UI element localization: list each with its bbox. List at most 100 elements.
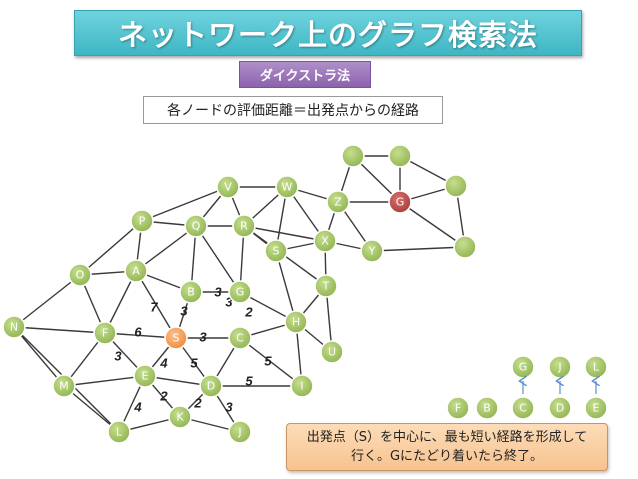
edge-weight-label: 3 bbox=[114, 348, 122, 363]
node-h: H bbox=[284, 310, 308, 334]
edge-P-O bbox=[79, 220, 143, 276]
node-circle bbox=[548, 396, 572, 420]
note-box: 出発点（S）を中心に、最も短い経路を形成して 行く。Gにたどり着いたら終了。 bbox=[286, 423, 608, 471]
legend-node-e: E bbox=[584, 396, 608, 420]
node-label: W bbox=[282, 181, 293, 194]
node-label: Z bbox=[334, 196, 342, 209]
edge-weight-label: 5 bbox=[264, 353, 272, 368]
node-d: D bbox=[199, 374, 223, 398]
node-r: R bbox=[232, 214, 256, 238]
node-label: Y bbox=[368, 245, 376, 258]
node-b: B bbox=[179, 280, 203, 304]
node-circle bbox=[475, 396, 499, 420]
node-a: A bbox=[124, 259, 148, 283]
node-label: R bbox=[240, 220, 248, 233]
node-x: X bbox=[313, 229, 337, 253]
node-g2: G bbox=[228, 280, 252, 304]
node-j: J bbox=[228, 420, 252, 444]
node-label: U bbox=[328, 346, 336, 359]
node-label: T bbox=[322, 280, 330, 293]
node-g: G bbox=[388, 190, 412, 214]
node-l: L bbox=[107, 420, 131, 444]
node-circle bbox=[275, 175, 299, 199]
edge-R-X bbox=[243, 225, 326, 242]
edge-weight-label: 6 bbox=[134, 324, 142, 339]
node-circle bbox=[232, 214, 256, 238]
node-e: E bbox=[133, 364, 157, 388]
node-w: W bbox=[275, 175, 299, 199]
node-circle bbox=[52, 374, 76, 398]
node-label: F bbox=[102, 327, 108, 340]
node-circle bbox=[216, 175, 240, 199]
subtitle-badge: ダイクストラ法 bbox=[239, 61, 371, 88]
edge-u4-Y bbox=[371, 246, 466, 252]
node-t: T bbox=[314, 274, 338, 298]
node-label: A bbox=[132, 265, 140, 278]
node-label: P bbox=[139, 215, 146, 228]
node-label: D bbox=[207, 380, 215, 393]
edge-weight-label: 3 bbox=[214, 284, 222, 299]
node-circle bbox=[290, 374, 314, 398]
page-title: ネットワーク上のグラフ検索法 bbox=[74, 10, 582, 56]
node-circle bbox=[2, 315, 26, 339]
edge-weight-label: 2 bbox=[244, 304, 253, 319]
node-label: C bbox=[519, 402, 527, 415]
node-circle bbox=[179, 280, 203, 304]
edge-C-I bbox=[239, 337, 303, 387]
node-circle bbox=[93, 321, 117, 345]
node-i: I bbox=[290, 374, 314, 398]
edge-weight-label: 3 bbox=[225, 294, 233, 309]
edge-G-u4 bbox=[399, 201, 466, 248]
legend-node-g: G bbox=[511, 355, 535, 379]
node-p: P bbox=[130, 209, 154, 233]
node-circle bbox=[199, 374, 223, 398]
node-circle bbox=[164, 326, 188, 350]
node-u2 bbox=[388, 144, 412, 168]
node-circle bbox=[133, 364, 157, 388]
caption-box: 各ノードの評価距離＝出発点からの経路 bbox=[143, 96, 443, 124]
node-circle bbox=[228, 420, 252, 444]
node-v: V bbox=[216, 175, 240, 199]
node-label: Q bbox=[192, 220, 201, 233]
node-label: I bbox=[300, 380, 303, 393]
edge-M-L bbox=[63, 385, 120, 433]
edge-weight-label: 5 bbox=[245, 373, 253, 388]
node-label: S bbox=[273, 245, 280, 258]
legend-node-c: C bbox=[511, 396, 535, 420]
node-label: K bbox=[176, 411, 184, 424]
node-u3 bbox=[444, 174, 468, 198]
edge-weight-label: 4 bbox=[159, 355, 168, 370]
node-label: F bbox=[455, 402, 461, 415]
edge-weight-label: 3 bbox=[199, 329, 207, 344]
edge-weight-label: 3 bbox=[225, 399, 233, 414]
edge-P-V bbox=[141, 186, 229, 222]
node-y: Y bbox=[360, 239, 384, 263]
node-n: N bbox=[2, 315, 26, 339]
node-label: L bbox=[593, 361, 600, 374]
node-u4 bbox=[453, 235, 477, 259]
node-circle bbox=[124, 259, 148, 283]
edge-N-M bbox=[13, 326, 65, 387]
node-circle bbox=[446, 396, 470, 420]
node-label: E bbox=[593, 402, 600, 415]
node-label: D bbox=[556, 402, 564, 415]
legend-node-b: B bbox=[475, 396, 499, 420]
node-label: N bbox=[10, 321, 18, 334]
node-k: K bbox=[168, 405, 192, 429]
node-circle bbox=[107, 420, 131, 444]
node-m: M bbox=[52, 374, 76, 398]
node-label: X bbox=[321, 235, 329, 248]
node-label: E bbox=[142, 370, 149, 383]
edge-O-N bbox=[13, 274, 81, 328]
node-label: O bbox=[76, 269, 85, 282]
node-circle bbox=[228, 280, 252, 304]
node-label: B bbox=[483, 402, 491, 415]
node-label: B bbox=[187, 286, 195, 299]
node-circle bbox=[313, 229, 337, 253]
note-line-2: 行く。Gにたどり着いたら終了。 bbox=[350, 449, 544, 464]
edge-weight-label: 2 bbox=[193, 395, 202, 410]
node-circle bbox=[360, 239, 384, 263]
node-circle bbox=[284, 310, 308, 334]
